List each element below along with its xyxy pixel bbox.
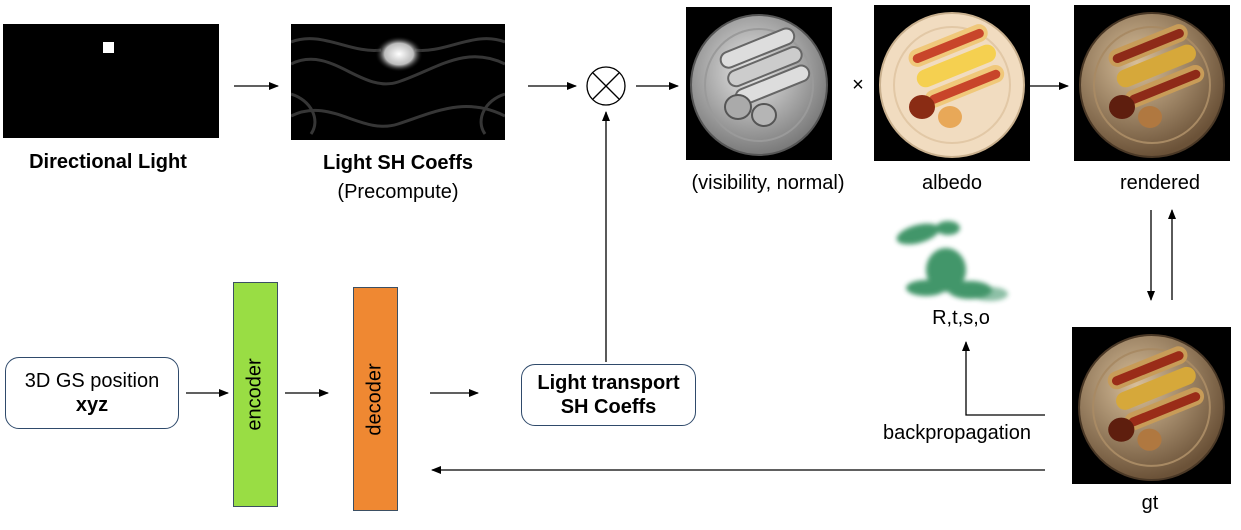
encoder-block: encoder (233, 282, 278, 507)
gaussians-image (890, 216, 1020, 306)
decoder-label: decoder (364, 362, 386, 436)
directional-light-image (3, 24, 219, 138)
multiply-sign: × (852, 74, 864, 96)
input-line1: 3D GS position (24, 370, 160, 392)
light-sh-sublabel: (Precompute) (337, 181, 459, 203)
light-transport-node: Light transport SH Coeffs (521, 364, 696, 426)
directional-light-label: Directional Light (29, 151, 187, 173)
light-sh-image (291, 24, 505, 140)
rendered-label: rendered (1119, 172, 1201, 194)
light-sh-label: Light SH Coeffs (323, 152, 473, 174)
rendered-image (1074, 5, 1230, 161)
input-node: 3D GS position xyz (5, 357, 179, 429)
albedo-label: albedo (921, 172, 983, 194)
encoder-label: encoder (244, 358, 266, 431)
gt-image (1072, 327, 1231, 484)
backpropagation-label: backpropagation (883, 422, 1031, 444)
light-transport-line1: Light transport (537, 372, 680, 394)
arrow-backprop-to-rtso (962, 341, 1045, 416)
multiply-circle-icon (586, 66, 626, 106)
light-transport-line2: SH Coeffs (560, 396, 657, 418)
albedo-image (874, 5, 1030, 161)
decoder-block: decoder (353, 287, 398, 511)
input-line2: xyz (75, 394, 109, 416)
visibility-normal-label: (visibility, normal) (691, 172, 845, 194)
visibility-normal-image (686, 7, 832, 160)
gt-label: gt (1141, 492, 1159, 514)
rtso-label: R,t,s,o (932, 307, 990, 329)
